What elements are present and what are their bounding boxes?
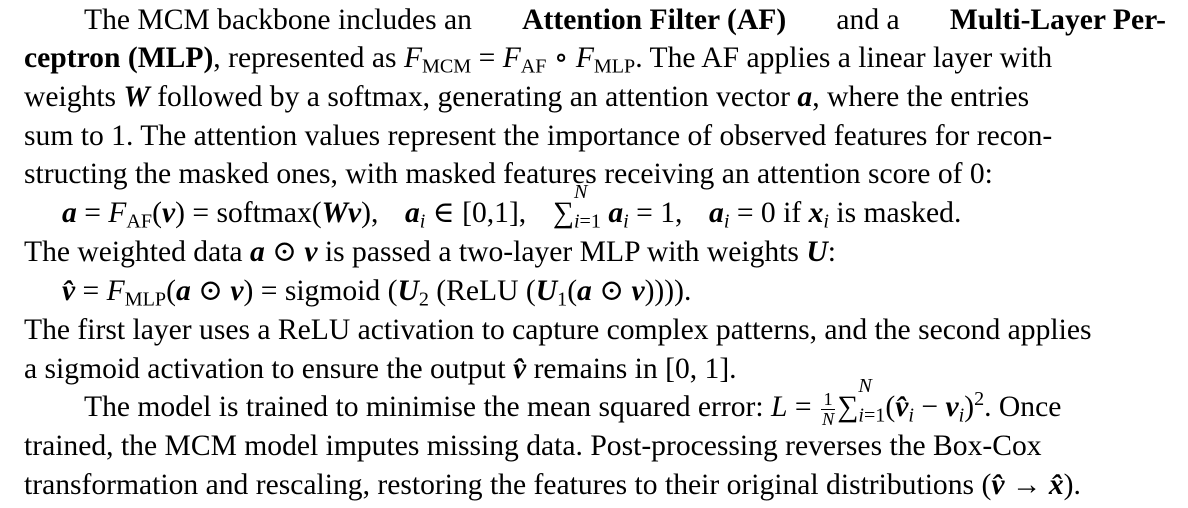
math-v: v — [347, 197, 362, 229]
term-attention-filter: Attention Filter (AF) — [522, 4, 787, 36]
math-u: U — [806, 236, 828, 268]
text-span: remains in — [533, 353, 658, 385]
math-sub-i: i — [419, 210, 426, 233]
text-span: is masked. — [836, 197, 962, 229]
term-mlp-part2: ceptron (MLP) — [24, 42, 214, 74]
math-v: v — [230, 275, 244, 307]
math-sub-mlp: MLP — [124, 288, 167, 311]
math-sub-2: 2 — [418, 288, 429, 311]
math-f-mcm: F — [403, 42, 423, 74]
math-a-i: a — [405, 197, 420, 229]
math-w: W — [321, 197, 348, 229]
text-span: The MCM backbone includes an — [84, 4, 472, 36]
math-w: W — [123, 81, 150, 113]
text-span: transformation and rescaling, restoring … — [24, 469, 975, 501]
math-a-i: a — [709, 197, 724, 229]
math-sub-1: 1 — [557, 288, 568, 311]
math-x-i: x — [808, 197, 824, 229]
math-v: v — [304, 236, 318, 268]
text-span: , represented as — [213, 42, 397, 74]
math-f-af: F — [502, 42, 521, 74]
paragraph-1-line-2: ceptron (MLP), represented as FMCM = FAF… — [24, 39, 1166, 77]
math-u2: U — [397, 275, 419, 307]
math-f: F — [106, 275, 125, 307]
math-a: a — [249, 236, 265, 268]
relu-label: ReLU — [446, 275, 519, 307]
math-sub-i: i — [623, 210, 629, 233]
math-sub-i: i — [908, 404, 914, 427]
math-u1: U — [535, 275, 558, 307]
paragraph-1-line-1: The MCM backbone includes an Attention F… — [84, 1, 1166, 39]
paragraph-1-line-3: weights W followed by a softmax, generat… — [24, 78, 1166, 116]
text-span: a sigmoid activation to ensure the outpu… — [24, 353, 506, 385]
paragraph-4-line-2: trained, the MCM model imputes missing d… — [24, 430, 1042, 462]
math-v: v — [631, 275, 645, 307]
math-a: a — [62, 197, 77, 229]
text-span: and a — [836, 4, 900, 36]
math-sub-af: AF — [126, 210, 153, 233]
text-span: followed by a softmax, generating an att… — [157, 81, 790, 113]
math-v: v — [161, 197, 176, 229]
math-sub-mcm: MCM — [422, 55, 472, 78]
math-a: a — [797, 81, 813, 113]
math-f: F — [108, 197, 127, 229]
sigmoid-label: sigmoid — [284, 275, 381, 307]
softmax-label: softmax — [216, 197, 312, 229]
paragraph-3-line-2: a sigmoid activation to ensure the outpu… — [24, 350, 1166, 388]
math-sub-i: i — [823, 210, 829, 233]
math-sup-2: 2 — [974, 387, 985, 410]
paragraph-3-line-1: The first layer uses a ReLU activation t… — [24, 314, 1092, 346]
math-a: a — [577, 275, 592, 307]
math-a-i: a — [608, 197, 624, 229]
equation-2: v̂ = FMLP(a ⊙ v) = sigmoid (U2 (ReLU (U1… — [62, 272, 691, 310]
paragraph-2-line-1: The weighted data a ⊙ v is passed a two-… — [24, 236, 836, 268]
paragraph-4-line-1: The model is trained to minimise the mea… — [84, 375, 1062, 429]
sum-lower: i=1 — [573, 210, 601, 233]
math-v-hat: v̂ — [62, 275, 76, 307]
math-sub-i: i — [958, 404, 965, 427]
math-v-i: v — [945, 391, 959, 423]
math-sub-i: i — [723, 210, 730, 233]
paragraph-1-line-5: structing the masked ones, with masked f… — [24, 158, 993, 190]
math-v-hat-i: v̂ — [895, 391, 909, 423]
text-span: weights — [24, 81, 117, 113]
paragraph-1-line-4: sum to 1. The attention values represent… — [24, 120, 1053, 152]
math-l: L — [771, 391, 788, 423]
math-a: a — [175, 275, 191, 307]
text-span: . The AF applies a linear layer with — [635, 42, 1053, 74]
text-span: The model is trained to minimise the mea… — [84, 391, 764, 423]
term-mlp-part1: Multi-Layer Per- — [949, 4, 1166, 36]
line-2-left: ceptron (MLP), represented as FMCM = FAF… — [24, 42, 1053, 78]
math-sub-mlp: MLP — [593, 55, 636, 78]
paragraph-4-line-3: transformation and rescaling, restoring … — [24, 466, 1166, 504]
text-span: The weighted data — [24, 236, 243, 268]
sum-lower: i=1 — [858, 404, 886, 427]
text-span: . Once — [984, 391, 1062, 423]
math-sub-af: AF — [520, 55, 547, 78]
math-v-hat: v̂ — [991, 469, 1005, 501]
text-span: is passed a two-layer MLP with weights — [324, 236, 799, 268]
math-f-mlp: F — [575, 42, 594, 74]
text-span: , where the entries — [812, 81, 1030, 113]
math-x-hat: x̂ — [1048, 469, 1064, 501]
math-v-hat: v̂ — [513, 353, 527, 385]
